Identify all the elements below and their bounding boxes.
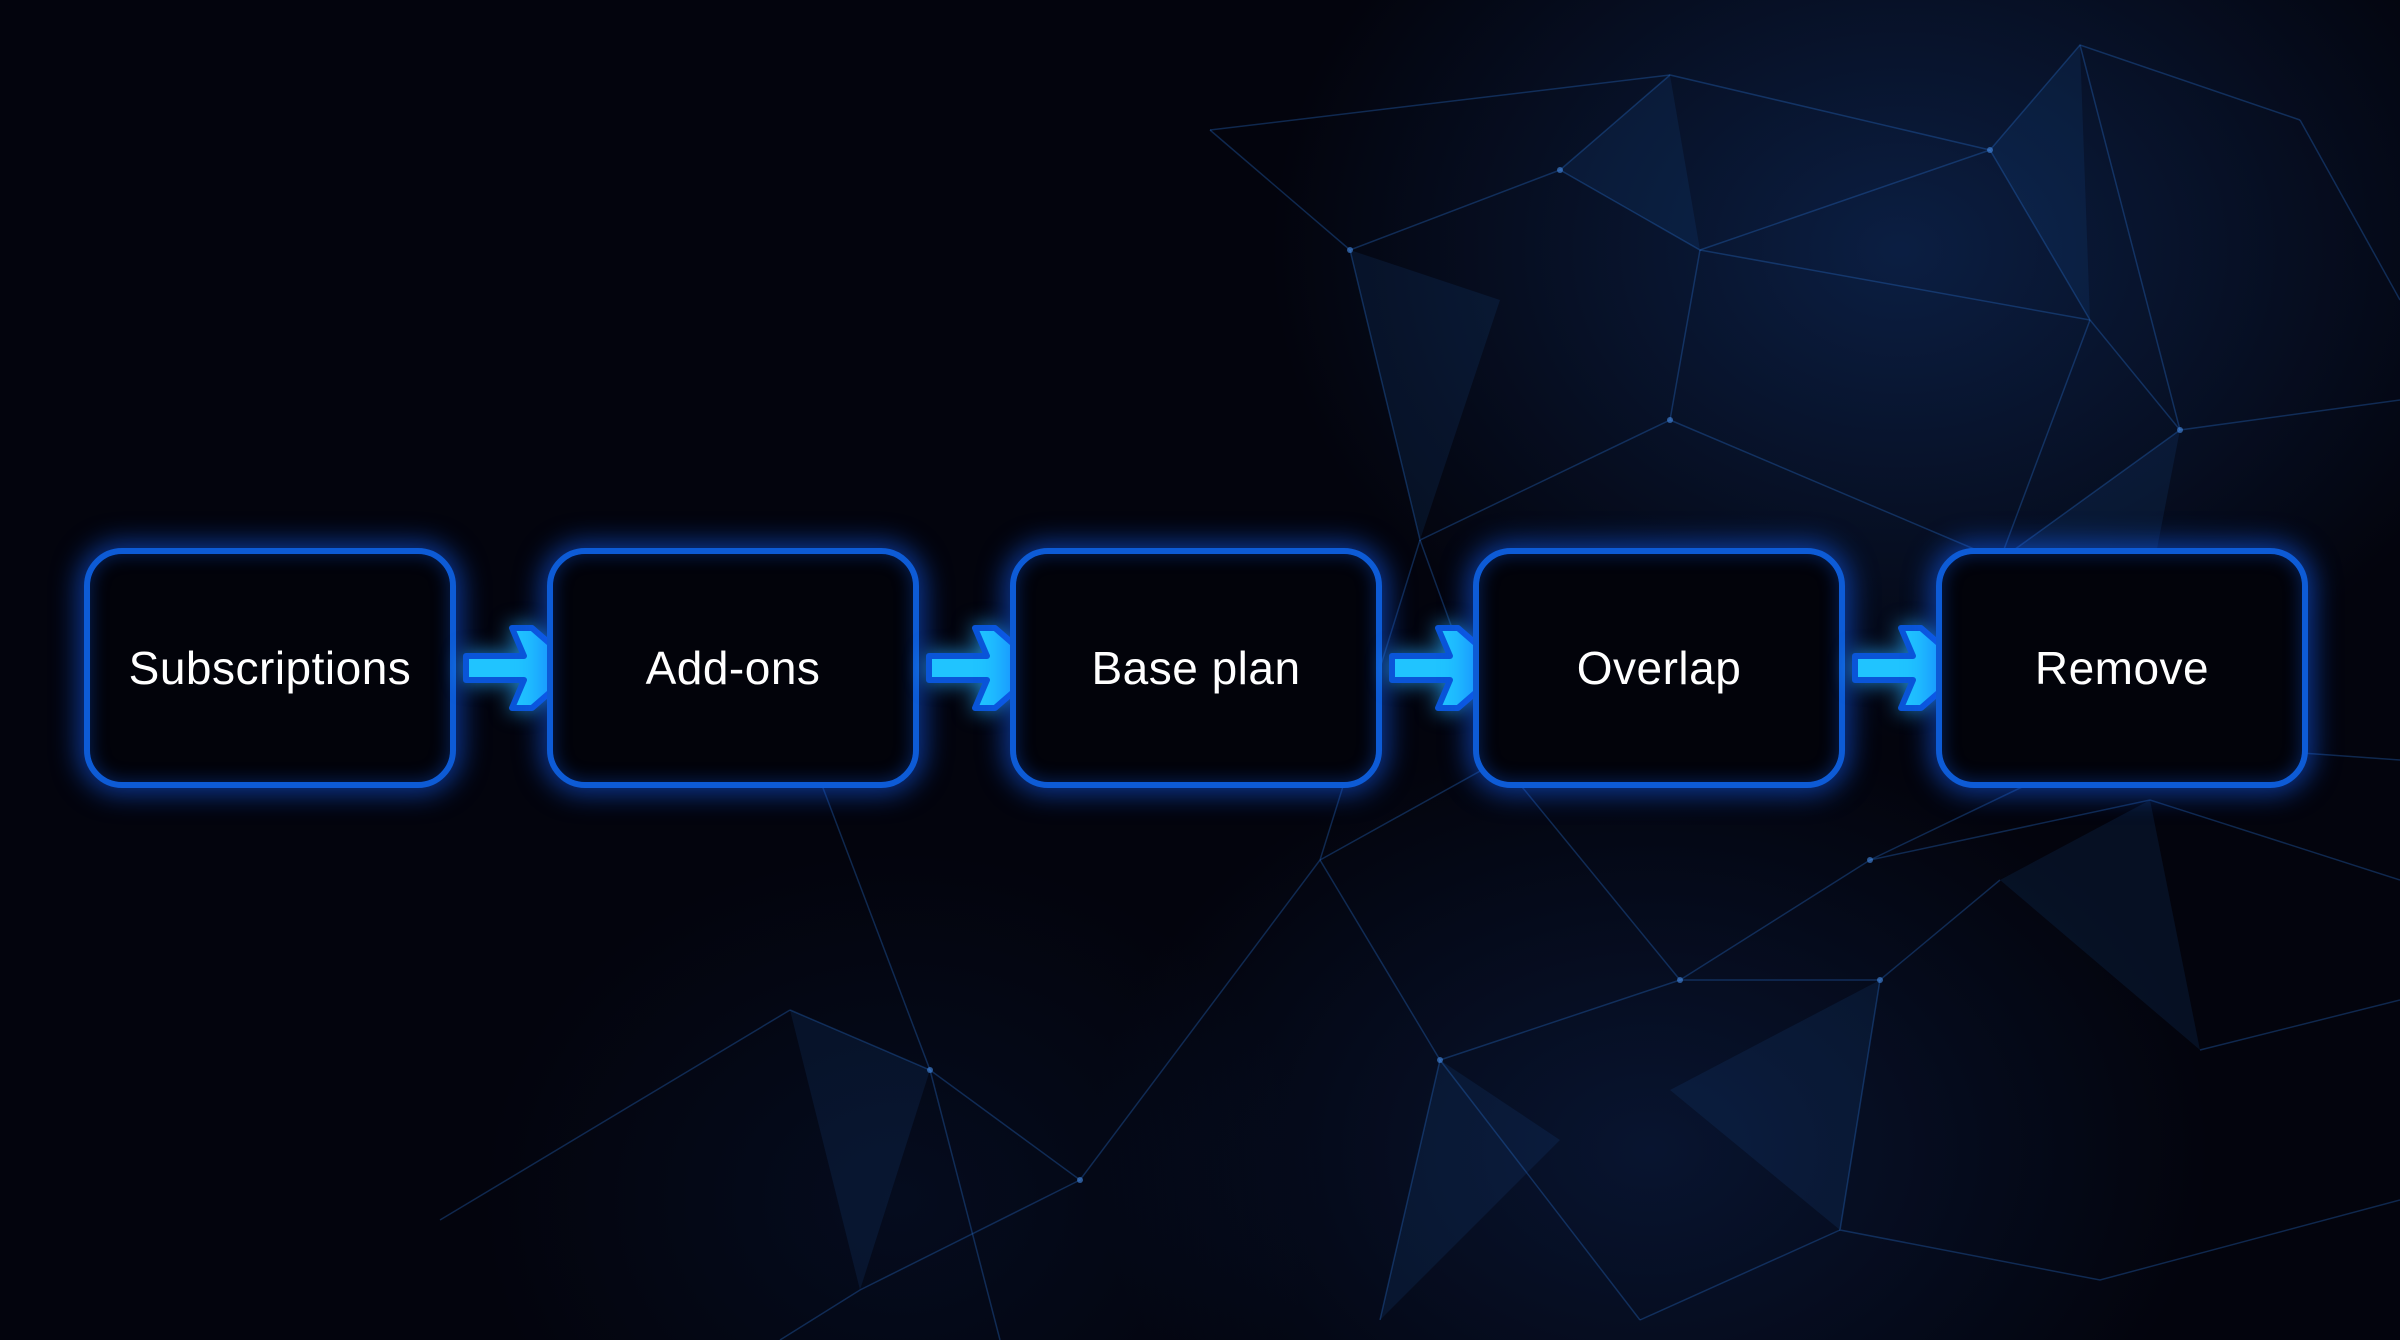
step-label: Add-ons	[645, 642, 821, 694]
step-label: Subscriptions	[128, 642, 412, 694]
step-label: Base plan	[1091, 642, 1301, 694]
step-remove: Remove	[1936, 548, 2308, 788]
step-base-plan: Base plan	[1010, 548, 1382, 788]
step-subscriptions: Subscriptions	[84, 548, 456, 788]
step-overlap: Overlap	[1473, 548, 1845, 788]
step-label: Overlap	[1576, 642, 1742, 694]
step-label: Remove	[2034, 642, 2210, 694]
step-add-ons: Add-ons	[547, 548, 919, 788]
